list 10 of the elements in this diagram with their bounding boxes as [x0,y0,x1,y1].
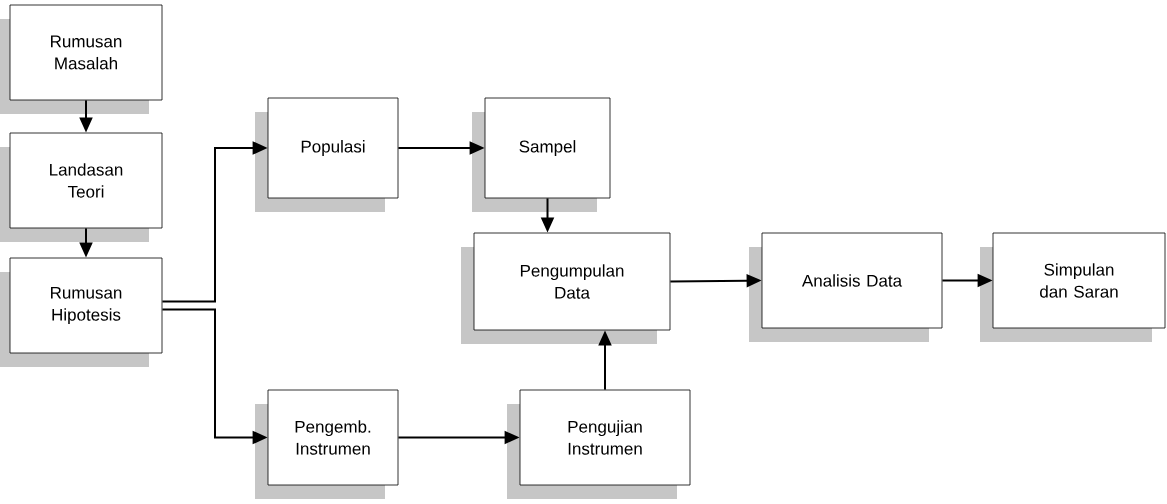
process-box: Populasi [255,97,399,212]
process-box: Simpulan dan Saran [980,232,1166,342]
process-box: Analisis Data [749,232,943,342]
process-box: Sampel [472,97,611,212]
process-box: Pengujian Instrumen [507,389,691,499]
process-box: Landasan Teori [0,132,163,242]
process-box: Pengemb. Instrumen [255,389,399,499]
process-box: Rumusan Masalah [0,4,163,114]
process-box: Rumusan Hipotesis [0,257,163,367]
process-box: Pengumpulan Data [461,232,671,344]
